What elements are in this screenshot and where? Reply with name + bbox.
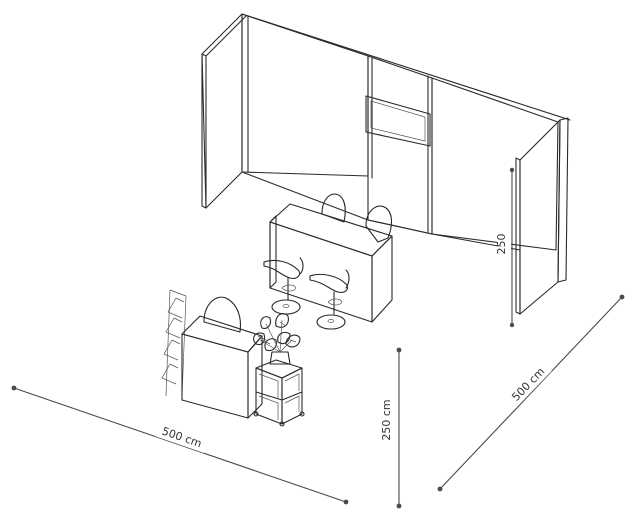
dimension-wall-height: 250: [495, 167, 515, 328]
dimension-depth: 500 cm: [437, 294, 625, 492]
depth-label: 500 cm: [509, 365, 547, 404]
reception-counter: [181, 315, 263, 419]
high-table: [269, 203, 393, 323]
chair-back-right: [365, 205, 393, 243]
cube-shelf: [253, 359, 305, 427]
width-label: 500 cm: [160, 425, 203, 451]
potted-plant: [253, 313, 301, 365]
chair-counter: [203, 296, 242, 333]
left-side-wall: [201, 13, 247, 209]
chair-back-left: [321, 193, 346, 223]
bar-stool-right: [309, 269, 350, 330]
back-wall: [241, 13, 571, 251]
brochure-rack: [161, 289, 187, 397]
right-side-wall: [515, 117, 569, 315]
height-label: 250 cm: [380, 399, 393, 440]
dimension-width: 500 cm: [11, 385, 349, 505]
wall-height-label: 250: [495, 234, 508, 255]
wall-monitor: [365, 95, 431, 147]
dimension-height: 250 cm: [380, 347, 402, 509]
